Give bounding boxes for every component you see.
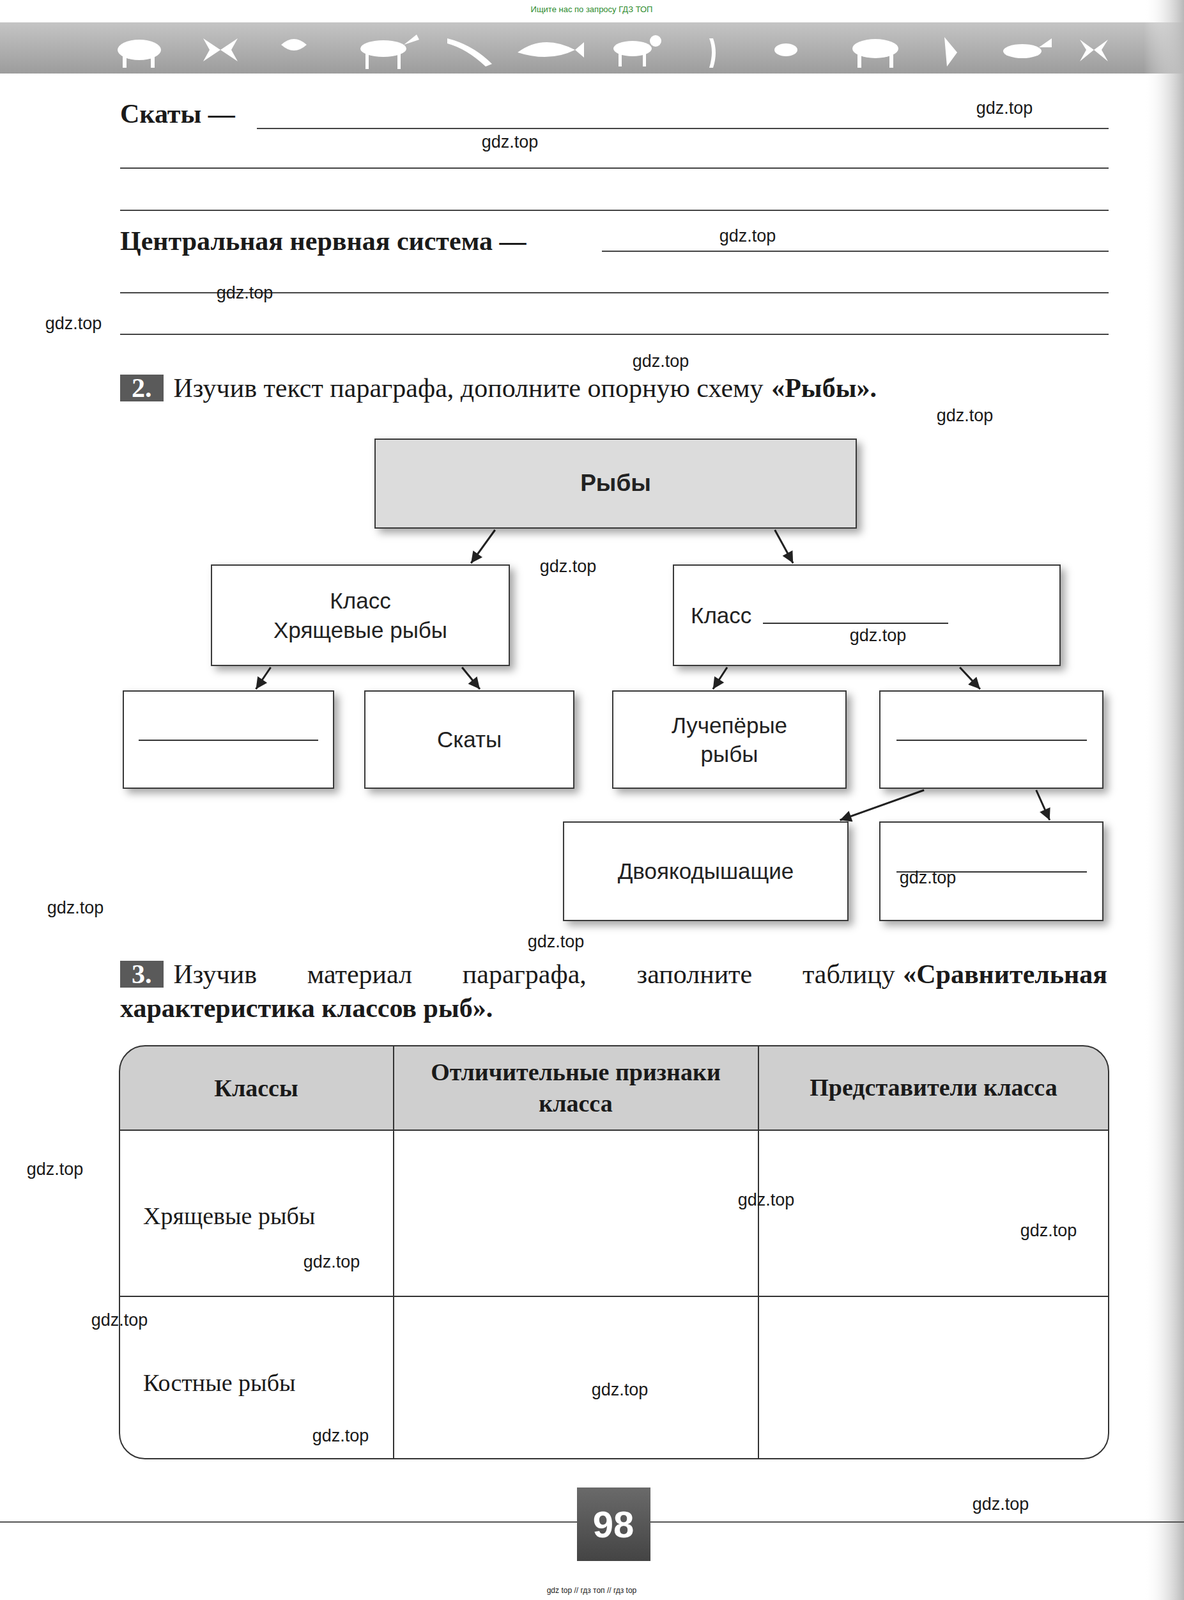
table-header: Представители класса xyxy=(786,1071,1081,1103)
task-number: 2. xyxy=(120,374,164,402)
node-text: Класс xyxy=(690,600,752,631)
task-2-prompt: 2. Изучив текст параграфа, дополните опор… xyxy=(120,371,1108,406)
table-header: Классы xyxy=(214,1073,298,1102)
search-banner: Ищите нас по запросу ГДЗ ТОП xyxy=(530,4,654,15)
watermark: gdz.top xyxy=(936,405,994,426)
arrow-connector xyxy=(461,667,480,689)
watermark: gdz.top xyxy=(972,1493,1030,1514)
term-label: Центральная нервная система — xyxy=(120,225,526,257)
root-box: Рыбы xyxy=(374,438,857,529)
watermark: gdz.top xyxy=(591,1379,649,1400)
page-edge-shade xyxy=(1143,0,1184,1600)
node-text: Скаты xyxy=(437,724,502,754)
watermark: gdz.top xyxy=(91,1309,149,1330)
answer-line xyxy=(138,738,319,741)
answer-lines xyxy=(120,128,1109,335)
table-header: Отличительные признаки класса xyxy=(422,1056,730,1120)
class-box: Класс Хрящевые рыбы xyxy=(210,564,510,666)
watermark: gdz.top xyxy=(312,1425,370,1446)
blank-box xyxy=(879,690,1104,789)
task-3-prompt: 3. Изучив материал параграфа, заполните т… xyxy=(120,957,1108,1025)
animal-silhouettes xyxy=(117,34,1108,70)
task-text: «Рыбы». xyxy=(771,373,877,403)
table-row-head: Костные рыбы xyxy=(143,1368,296,1397)
blank-box xyxy=(122,690,335,789)
arrow-connector xyxy=(470,529,496,563)
watermark: gdz.top xyxy=(899,867,957,888)
page-number-box xyxy=(576,1486,651,1561)
watermark: gdz.top xyxy=(26,1159,84,1179)
page-number: 98 xyxy=(592,1502,635,1546)
watermark: gdz.top xyxy=(216,283,274,303)
watermark: gdz.top xyxy=(45,313,103,334)
node-text: Лучепёрые рыбы xyxy=(649,710,810,769)
table-row-head: Хрящевые рыбы xyxy=(143,1201,316,1230)
arrow-connector xyxy=(713,667,728,689)
arrow-connector xyxy=(256,667,271,689)
watermark: gdz.top xyxy=(632,351,690,372)
watermark: gdz.top xyxy=(849,625,907,646)
group-box: Двоякодышащие xyxy=(562,821,849,921)
watermark: gdz.top xyxy=(1020,1220,1078,1241)
task-number: 3. xyxy=(120,960,164,988)
class-box: Класс xyxy=(672,564,1061,666)
footer-text: gdz top // гдз топ // гдз top xyxy=(546,1585,638,1595)
term-label: Скаты — xyxy=(120,98,236,130)
watermark: gdz.top xyxy=(738,1189,795,1210)
watermark: gdz.top xyxy=(976,98,1034,119)
watermark: gdz.top xyxy=(47,897,105,918)
task-text: Изучив текст параграфа, дополните опорну… xyxy=(173,373,764,403)
watermark: gdz.top xyxy=(481,132,539,153)
watermark: gdz.top xyxy=(303,1251,361,1272)
watermark: gdz.top xyxy=(539,556,597,577)
node-text: Класс Хрящевые рыбы xyxy=(254,585,466,645)
watermark: gdz.top xyxy=(527,931,585,952)
answer-line xyxy=(896,738,1087,741)
answer-line xyxy=(762,621,949,624)
node-text: Двоякодышащие xyxy=(617,856,795,886)
arrow-connector xyxy=(959,667,981,689)
task-text: Изучив материал параграфа, заполните таб… xyxy=(173,959,896,989)
arrow-connector xyxy=(775,529,794,563)
header-band xyxy=(0,22,1184,74)
group-box: Скаты xyxy=(364,690,575,789)
arrow-connector xyxy=(840,789,925,820)
group-box: Лучепёрые рыбы xyxy=(612,690,847,789)
comparison-table xyxy=(119,1045,1109,1459)
arrow-connector xyxy=(1036,789,1050,820)
node-text: Рыбы xyxy=(580,467,652,499)
watermark: gdz.top xyxy=(719,226,777,247)
